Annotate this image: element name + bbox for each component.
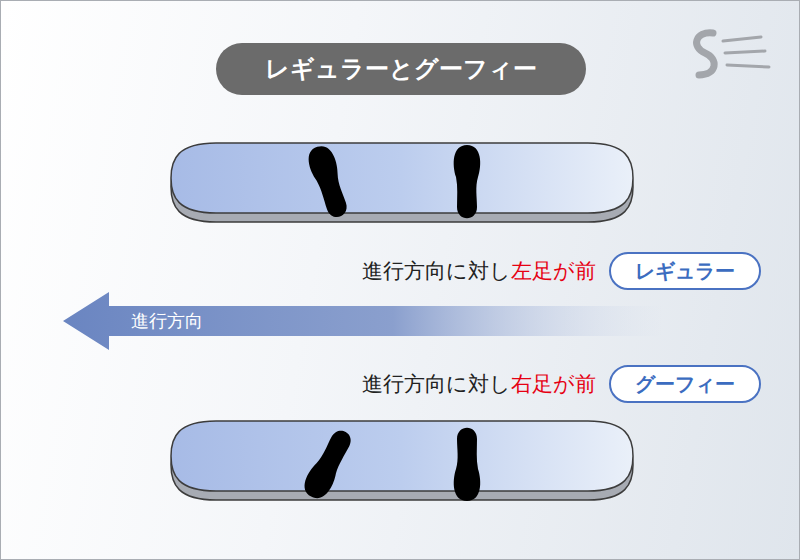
board-deck	[171, 421, 633, 491]
node-label: 進行方向	[131, 309, 203, 333]
title-text: レギュラーとグーフィー	[265, 53, 537, 85]
stance-pill: グーフィー	[609, 365, 761, 403]
logo-mark	[697, 33, 769, 75]
title-pill: レギュラーとグーフィー	[216, 43, 586, 95]
snowboard-regular	[171, 143, 633, 222]
arrow-body	[63, 292, 663, 350]
left-footprint	[299, 426, 357, 503]
stance-pill: レギュラー	[609, 252, 761, 290]
logo-stroke	[723, 37, 769, 67]
caption-text: 左足が前	[511, 257, 596, 285]
node-label: グーフィー	[635, 371, 735, 398]
caption-row: 進行方向に対し左足が前	[362, 256, 596, 286]
logo-swirl	[697, 33, 715, 75]
board-deck	[171, 143, 633, 213]
direction-arrow: 進行方向	[63, 292, 663, 350]
right-footprint	[454, 145, 481, 218]
caption-row: 進行方向に対し右足が前	[362, 369, 596, 399]
snowboard-goofy	[171, 421, 633, 503]
caption-text: 進行方向に対し	[362, 370, 511, 398]
left-footprint	[305, 143, 353, 221]
caption-text: 進行方向に対し	[362, 257, 511, 285]
caption-text: 右足が前	[511, 370, 596, 398]
right-footprint	[454, 428, 481, 501]
node-label: レギュラー	[635, 258, 735, 285]
